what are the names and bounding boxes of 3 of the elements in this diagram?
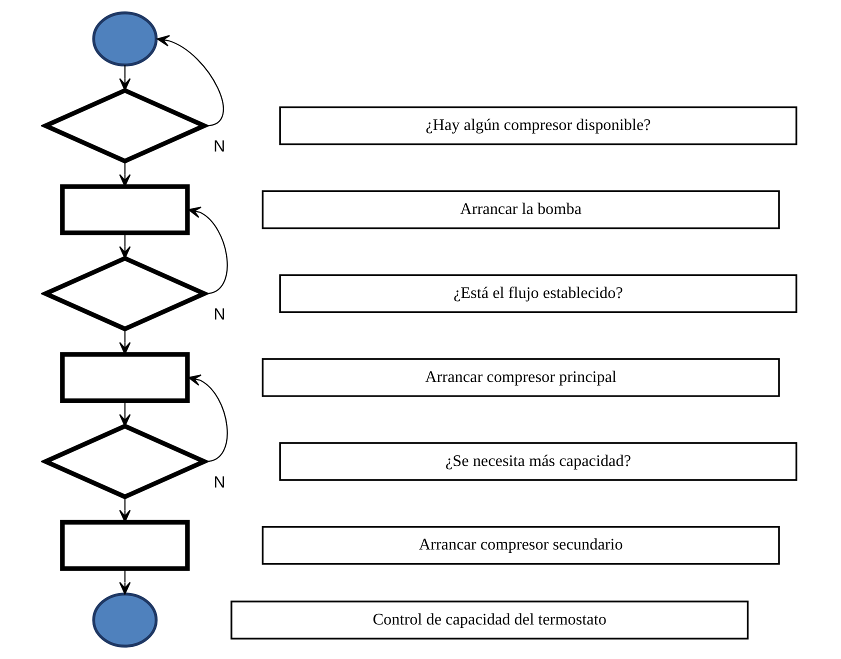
edge-label: N (213, 473, 225, 492)
edge-label: N (213, 306, 225, 324)
edge-label: N (212, 138, 225, 156)
